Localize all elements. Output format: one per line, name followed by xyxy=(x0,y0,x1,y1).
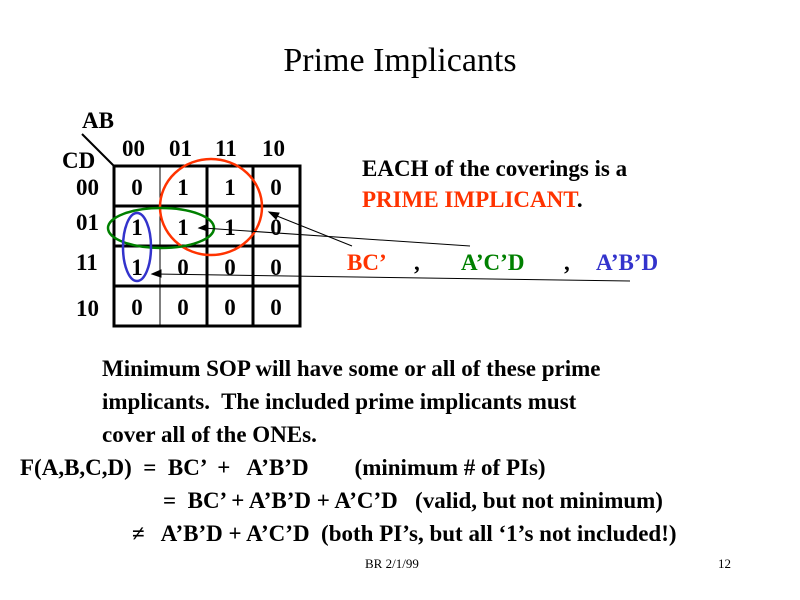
slide-title: Prime Implicants xyxy=(283,42,517,79)
separator: , xyxy=(414,250,420,275)
implicant-abd: A’B’D xyxy=(596,250,659,275)
kmap-cell: 0 xyxy=(224,295,236,320)
equation-2: = BC’ + A’B’D + A’C’D (valid, but not mi… xyxy=(163,488,663,513)
period: . xyxy=(576,187,583,212)
separator: , xyxy=(564,250,570,275)
row-label: 10 xyxy=(76,296,99,321)
abd-ellipse xyxy=(121,211,153,283)
kmap-corner-divider xyxy=(81,133,115,167)
equation-3: ≠ A’B’D + A’C’D (both PI’s, but all ‘1’s… xyxy=(132,521,677,546)
col-label: 00 xyxy=(122,136,145,161)
kmap-cell: 1 xyxy=(177,175,189,200)
kmap-cell: 0 xyxy=(177,295,189,320)
bc-pointer xyxy=(271,213,353,247)
statement-line1: EACH of the coverings is a xyxy=(362,156,628,181)
row-label: 11 xyxy=(76,250,98,275)
kmap-cell: 1 xyxy=(131,255,143,280)
row-label: 01 xyxy=(76,210,99,235)
kmap-cell: 0 xyxy=(131,175,143,200)
kmap-grid xyxy=(112,164,302,328)
row-var-label: CD xyxy=(62,148,96,173)
body-line: implicants. The included prime implicant… xyxy=(102,389,577,414)
kmap-cell: 0 xyxy=(224,255,236,280)
statement-line2: PRIME IMPLICANT. xyxy=(362,187,583,213)
col-var-label: AB xyxy=(82,108,114,133)
abd-pointer xyxy=(155,273,631,282)
kmap-cell: 0 xyxy=(177,255,189,280)
kmap-cell: 0 xyxy=(270,255,282,280)
implicant-acd: A’C’D xyxy=(461,250,525,275)
col-label: 11 xyxy=(215,136,237,161)
kmap-cell: 0 xyxy=(131,295,143,320)
footer-left: BR 2/1/99 xyxy=(365,556,419,571)
page-number: 12 xyxy=(718,556,731,571)
equation-1: F(A,B,C,D) = BC’ + A’B’D (minimum # of P… xyxy=(20,455,546,480)
col-label: 01 xyxy=(169,136,192,161)
kmap-cell: 1 xyxy=(224,175,236,200)
implicant-bc: BC’ xyxy=(347,250,387,275)
acd-pointer xyxy=(202,227,471,247)
kmap-cell: 1 xyxy=(224,215,236,240)
body-line: Minimum SOP will have some or all of the… xyxy=(102,356,601,381)
acd-ellipse xyxy=(106,206,216,250)
kmap-cell: 0 xyxy=(270,175,282,200)
row-label: 00 xyxy=(76,175,99,200)
body-line: cover all of the ONEs. xyxy=(102,422,317,447)
kmap-cell: 1 xyxy=(131,215,143,240)
col-label: 10 xyxy=(262,136,285,161)
kmap-cell: 0 xyxy=(270,295,282,320)
kmap-cell: 1 xyxy=(177,215,189,240)
kmap-cell: 0 xyxy=(270,215,282,240)
prime-implicant-text: PRIME IMPLICANT xyxy=(362,187,577,212)
